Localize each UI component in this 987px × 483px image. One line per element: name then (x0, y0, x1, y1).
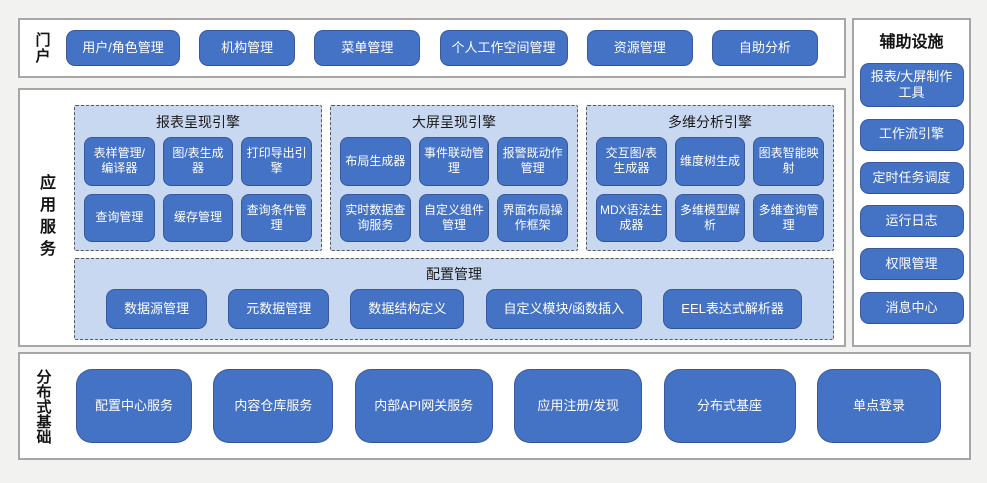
block-layout-generator: 布局生成器 (340, 137, 411, 186)
configuration-management-panel: 配置管理 数据源管理 元数据管理 数据结构定义 自定义模块/函数插入 EEL表达… (74, 258, 834, 340)
block-mdx-syntax-generator: MDX语法生成器 (596, 193, 667, 242)
block-menu-management: 菜单管理 (314, 30, 421, 66)
block-message-center: 消息中心 (859, 291, 964, 324)
block-self-service-analysis: 自助分析 (711, 30, 818, 66)
block-query-condition-management: 查询条件管理 (241, 193, 312, 242)
block-custom-module-function-insert: 自定义模块/函数插入 (485, 289, 643, 329)
application-services-section: 应用服务 报表呈现引擎 表样管理/编译器 图/表生成器 打印导出引擎 查询管理 … (18, 88, 846, 347)
block-eel-expression-parser: EEL表达式解析器 (663, 289, 802, 329)
block-data-source-management: 数据源管理 (106, 289, 208, 329)
block-table-style-compiler: 表样管理/编译器 (84, 137, 155, 186)
block-dimension-tree-generation: 维度树生成 (674, 137, 746, 186)
report-rendering-engine-title: 报表呈现引擎 (156, 114, 240, 130)
block-workflow-engine: 工作流引擎 (859, 118, 964, 151)
block-event-linkage-management: 事件联动管理 (418, 137, 490, 186)
block-runtime-log: 运行日志 (859, 205, 964, 238)
block-chart-table-generator: 图/表生成器 (162, 137, 234, 186)
block-app-registration-discovery: 应用注册/发现 (514, 369, 643, 443)
block-custom-component-management: 自定义组件管理 (418, 193, 490, 242)
multidimensional-analysis-engine-grid: 交互图/表生成器 维度树生成 图表智能映射 MDX语法生成器 多维模型解析 多维… (596, 137, 824, 242)
big-screen-rendering-engine-panel: 大屏呈现引擎 布局生成器 事件联动管理 报警既动作管理 实时数据查询服务 自定义… (330, 105, 578, 251)
block-alarm-action-management: 报警既动作管理 (497, 137, 568, 186)
multidimensional-analysis-engine-title: 多维分析引擎 (668, 114, 752, 130)
block-internal-api-gateway-service: 内部API网关服务 (354, 369, 493, 443)
block-cache-management: 缓存管理 (162, 193, 234, 242)
distributed-foundation-section: 分布式基础 配置中心服务 内容仓库服务 内部API网关服务 应用注册/发现 分布… (18, 352, 971, 460)
application-services-content: 报表呈现引擎 表样管理/编译器 图/表生成器 打印导出引擎 查询管理 缓存管理 … (70, 90, 844, 345)
block-user-role-management: 用户/角色管理 (66, 30, 180, 66)
big-screen-rendering-engine-title: 大屏呈现引擎 (412, 114, 496, 130)
block-metadata-management: 元数据管理 (228, 289, 330, 329)
block-report-bigscreen-authoring-tool: 报表/大屏制作工具 (859, 63, 964, 108)
block-ui-layout-operation-framework: 界面布局操作框架 (497, 193, 568, 242)
block-interactive-chart-generator: 交互图/表生成器 (596, 137, 667, 186)
auxiliary-facilities-section: 辅助设施 报表/大屏制作工具 工作流引擎 定时任务调度 运行日志 权限管理 消息… (852, 18, 971, 347)
block-resource-management: 资源管理 (586, 30, 693, 66)
portal-section: 门户 用户/角色管理 机构管理 菜单管理 个人工作空间管理 资源管理 自助分析 (18, 18, 846, 78)
block-content-repository-service: 内容仓库服务 (213, 369, 334, 443)
block-permission-management: 权限管理 (859, 248, 964, 281)
auxiliary-facilities-title: 辅助设施 (879, 34, 944, 51)
auxiliary-facilities-items: 报表/大屏制作工具 工作流引擎 定时任务调度 运行日志 权限管理 消息中心 (854, 52, 969, 335)
block-multidim-model-parsing: 多维模型解析 (674, 193, 746, 242)
block-multidim-query-management: 多维查询管理 (753, 193, 824, 242)
application-services-label: 应用服务 (37, 173, 54, 262)
block-distributed-base: 分布式基座 (663, 369, 796, 443)
block-single-sign-on: 单点登录 (816, 369, 941, 443)
block-chart-smart-mapping: 图表智能映射 (753, 137, 824, 186)
block-data-structure-definition: 数据结构定义 (350, 289, 465, 329)
block-personal-workspace-management: 个人工作空间管理 (439, 30, 568, 66)
report-rendering-engine-panel: 报表呈现引擎 表样管理/编译器 图/表生成器 打印导出引擎 查询管理 缓存管理 … (74, 105, 322, 251)
report-rendering-engine-grid: 表样管理/编译器 图/表生成器 打印导出引擎 查询管理 缓存管理 查询条件管理 (84, 137, 312, 242)
block-print-export-engine: 打印导出引擎 (241, 137, 312, 186)
block-config-center-service: 配置中心服务 (76, 369, 192, 443)
configuration-management-title: 配置管理 (426, 266, 482, 282)
portal-section-label: 门户 (33, 32, 51, 64)
block-realtime-data-query-service: 实时数据查询服务 (340, 193, 411, 242)
configuration-management-items: 数据源管理 元数据管理 数据结构定义 自定义模块/函数插入 EEL表达式解析器 (85, 289, 823, 329)
multidimensional-analysis-engine-panel: 多维分析引擎 交互图/表生成器 维度树生成 图表智能映射 MDX语法生成器 多维… (586, 105, 834, 251)
big-screen-rendering-engine-grid: 布局生成器 事件联动管理 报警既动作管理 实时数据查询服务 自定义组件管理 界面… (340, 137, 568, 242)
distributed-foundation-items: 配置中心服务 内容仓库服务 内部API网关服务 应用注册/发现 分布式基座 单点… (66, 369, 969, 443)
block-scheduled-task-dispatch: 定时任务调度 (859, 161, 964, 194)
portal-items: 用户/角色管理 机构管理 菜单管理 个人工作空间管理 资源管理 自助分析 (64, 30, 844, 66)
block-query-management: 查询管理 (84, 193, 155, 242)
engine-panels-row: 报表呈现引擎 表样管理/编译器 图/表生成器 打印导出引擎 查询管理 缓存管理 … (74, 105, 834, 251)
block-organization-management: 机构管理 (199, 30, 296, 66)
distributed-foundation-label: 分布式基础 (34, 368, 52, 444)
